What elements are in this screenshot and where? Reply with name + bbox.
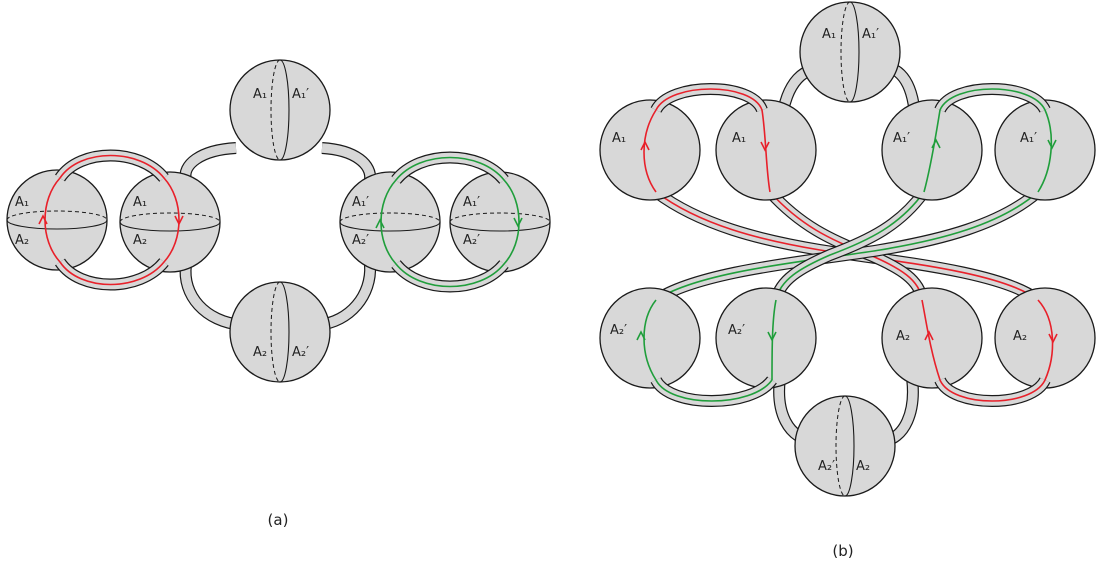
sphere-b-top-left-label: A₁ xyxy=(822,27,836,42)
green-arrow-b-1 xyxy=(931,138,941,149)
red-arrow-b-3 xyxy=(924,330,934,341)
sphere-b-lower-2-label: A₂′ xyxy=(728,323,745,338)
panel-a: A₁ A₂ A₁ A₂ A₁ A₁′ A₂ A₂′ xyxy=(6,59,551,529)
panel-b-caption: (b) xyxy=(832,542,853,560)
sphere-b-bottom: A₂′ A₂ xyxy=(794,395,896,497)
panel-b: A₁ A₁′ A₁ A₁ A₁′ A₁′ A₂′ A₂′ xyxy=(599,1,1096,560)
red-arrow-b-4 xyxy=(1048,333,1058,344)
sphere-b-lower-4: A₂ xyxy=(994,287,1096,389)
sphere-b-top: A₁ A₁′ xyxy=(799,1,901,103)
tube-b-cross-4 xyxy=(770,188,929,302)
sphere-a4: A₂ A₂′ xyxy=(229,281,331,383)
sphere-a6-top-label: A₁′ xyxy=(463,195,480,210)
sphere-b-lower-3-label: A₂ xyxy=(896,329,910,344)
green-curve-b-2 xyxy=(1037,109,1053,193)
red-curve-b-3 xyxy=(921,299,941,381)
sphere-a5-top-label: A₁′ xyxy=(352,195,369,210)
sphere-a2: A₁ A₂ xyxy=(119,171,221,273)
red-arrow-a-down xyxy=(174,215,184,226)
sphere-a6-bottom-label: A₂′ xyxy=(463,233,480,248)
sphere-b-upper-2-label: A₁ xyxy=(732,131,746,146)
red-curve-b-1 xyxy=(643,109,657,193)
tube-a-top-left xyxy=(179,142,237,182)
red-loop-a-right xyxy=(163,177,180,263)
sphere-a3-right-label: A₁′ xyxy=(292,87,309,102)
handle-a-left-top xyxy=(55,149,169,183)
green-curve-b-4 xyxy=(771,299,777,381)
red-arrow-a-up xyxy=(38,214,48,225)
sphere-b-upper-1-label: A₁ xyxy=(612,131,626,146)
sphere-a3-left-label: A₁ xyxy=(253,87,267,102)
handle-b-bottom-green xyxy=(650,375,777,407)
sphere-b-upper-3: A₁′ xyxy=(881,99,983,201)
red-arrow-b-1 xyxy=(640,140,650,151)
red-curve-b-4 xyxy=(1037,299,1054,381)
sphere-b-lower-4-label: A₂ xyxy=(1013,329,1027,344)
sphere-a1: A₁ A₂ xyxy=(6,169,108,271)
sphere-a4-left-label: A₂ xyxy=(253,345,267,360)
sphere-a5-bottom-label: A₂′ xyxy=(352,233,369,248)
handle-b-top-red xyxy=(650,83,768,114)
sphere-b-upper-4: A₁′ xyxy=(994,99,1096,201)
handle-b-top-green xyxy=(934,83,1051,114)
sphere-a3: A₁ A₁′ xyxy=(229,59,331,161)
red-curve-b-2 xyxy=(761,109,771,193)
sphere-b-lower-2: A₂′ xyxy=(715,287,817,389)
sphere-a1-top-label: A₁ xyxy=(15,195,29,210)
tube-b-cross-1 xyxy=(652,187,1042,305)
sphere-b-bottom-left-label: A₂′ xyxy=(818,459,835,474)
green-arrow-a-up xyxy=(375,218,385,229)
sphere-b-lower-1: A₂′ xyxy=(599,287,701,389)
handle-a-left-bottom xyxy=(55,257,169,291)
tube-a-top-right xyxy=(321,142,377,181)
sphere-b-lower-1-label: A₂′ xyxy=(610,323,627,338)
sphere-b-upper-3-label: A₁′ xyxy=(893,131,910,146)
sphere-a6: A₁′ A₂′ xyxy=(449,171,551,273)
sphere-a2-top-label: A₁ xyxy=(133,195,147,210)
green-arrow-b-3 xyxy=(636,330,646,341)
sphere-b-upper-4-label: A₁′ xyxy=(1020,131,1037,146)
handle-b-bottom-red xyxy=(934,376,1051,407)
handle-a-right-top xyxy=(391,151,509,185)
red-arrow-b-2 xyxy=(760,141,770,152)
handle-a-right-bottom xyxy=(391,259,509,293)
green-loop-a-right xyxy=(503,179,520,265)
sphere-a5: A₁′ A₂′ xyxy=(339,171,441,273)
green-arrow-a-down xyxy=(513,217,523,228)
sphere-a2-bottom-label: A₂ xyxy=(133,233,147,248)
sphere-a1-bottom-label: A₂ xyxy=(15,233,29,248)
sphere-b-bottom-right-label: A₂ xyxy=(856,459,870,474)
green-curve-b-1 xyxy=(923,109,941,193)
panel-a-caption: (a) xyxy=(268,511,289,529)
sphere-a4-right-label: A₂′ xyxy=(292,345,309,360)
tube-b-cross-3 xyxy=(652,187,1042,306)
green-arrow-b-2 xyxy=(1047,139,1057,150)
green-arrow-b-4 xyxy=(767,331,777,342)
sphere-b-top-right-label: A₁′ xyxy=(862,27,879,42)
sphere-b-upper-1: A₁ xyxy=(599,99,701,201)
